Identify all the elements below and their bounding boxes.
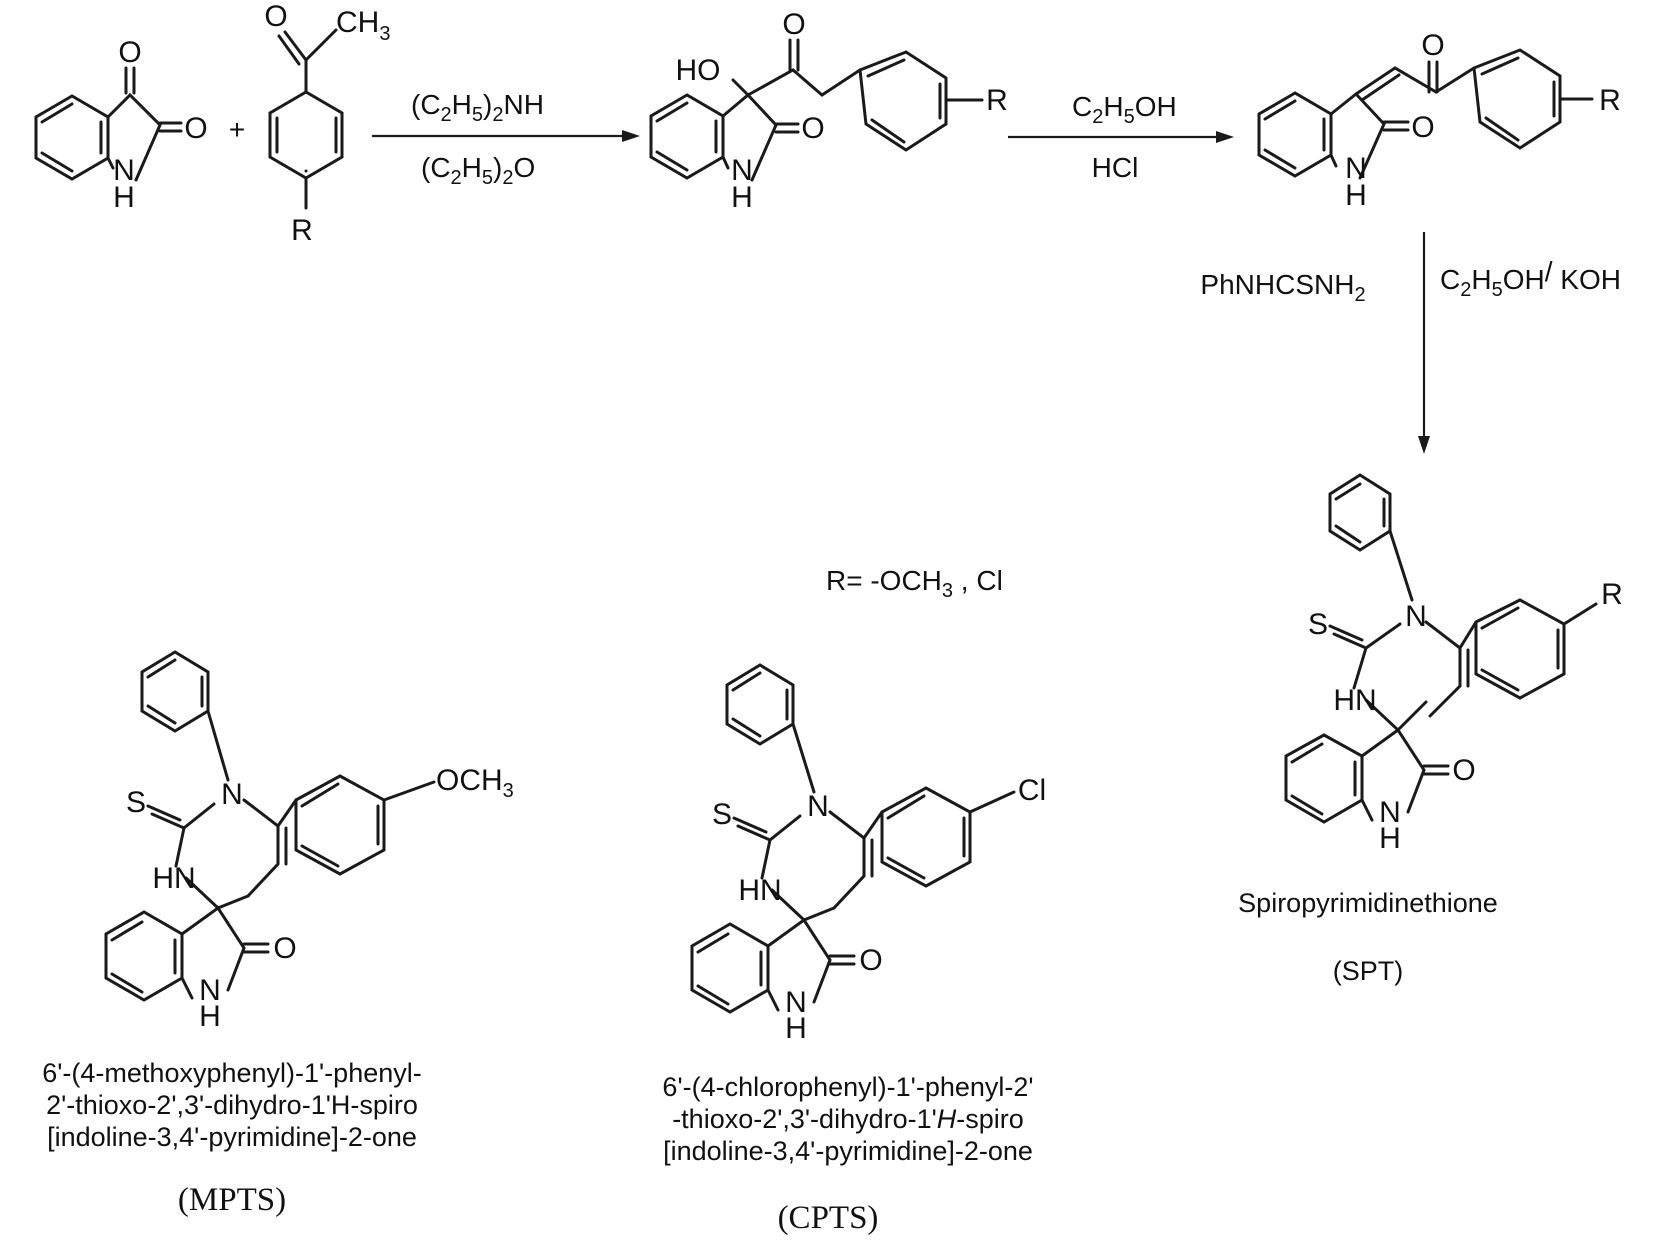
atom-o: O [801,112,824,145]
atom-hn: HN [738,874,781,907]
reaction-arrow-1: (C2H5)2NH (C2H5)2O [372,89,640,189]
atom-o: O [118,36,141,69]
atom-o: O [859,944,882,977]
atom-h: H [1345,179,1367,212]
mpts-name-line-1: 6'-(4-methoxyphenyl)-1'-phenyl- [42,1058,421,1088]
atom-n: N [1405,600,1427,633]
atom-o: O [1421,29,1444,62]
chloro-group: Cl [1018,774,1046,807]
substituent-r: R [1599,84,1621,117]
reagent-ethanol-koh: C2H5OH/ KOH [1440,256,1621,301]
atom-n: N [221,778,243,811]
reagent-ethanol: C2H5OH [1072,91,1177,128]
atom-h: H [785,1012,807,1045]
atom-n: N [807,790,829,823]
atom-o: O [184,112,207,145]
hydroxy-intermediate-structure: HO O O N H R [649,8,1008,214]
atom-n: N [1379,796,1401,829]
spt-name: Spiropyrimidinethione [1238,888,1498,918]
cpts-structure: N S HN O N H Cl [690,663,1046,1045]
cpts-name-line-1: 6'-(4-chlorophenyl)-1'-phenyl-2' [662,1072,1033,1102]
atom-o: O [273,932,296,965]
atom-hn: HN [152,862,195,895]
atom-o: O [1452,754,1475,787]
substituent-definition: R= -OCH3 , Cl [826,565,1003,602]
methoxy-group: OCH3 [436,764,514,802]
spt-structure: N S HN O N H R [1284,473,1623,855]
atom-n: N [1345,152,1367,185]
atom-n: N [731,154,753,187]
atom-o: O [264,0,287,33]
atom-o: O [782,8,805,41]
atom-h: H [199,1000,221,1033]
atom-n: N [113,154,135,187]
ylidene-intermediate-structure: O O N H R [1257,29,1621,212]
reagent-phenylthiourea: PhNHCSNH2 [1200,269,1365,306]
atom-hn: HN [1333,684,1376,717]
acetophenone-structure: O CH3 R [264,0,390,247]
reaction-arrow-2: C2H5OH HCl [1008,91,1234,183]
mpts-structure: N S HN O N H OCH3 [104,650,514,1033]
atom-s: S [712,798,732,831]
atom-n: N [199,974,221,1007]
atom-s: S [1308,608,1328,641]
substituent-r: R [986,84,1008,117]
mpts-name-line-2: 2'-thioxo-2',3'-dihydro-1'H-spiro [46,1090,418,1120]
substituent-r: R [1601,578,1623,611]
mpts-name-line-3: [indoline-3,4'-pyrimidine]-2-one [47,1122,417,1152]
methyl-group: CH3 [336,6,390,45]
cpts-abbreviation: (CPTS) [778,1200,879,1236]
substituent-r: R [291,214,313,247]
atom-h: H [731,181,753,214]
atom-h: H [113,181,135,214]
atom-s: S [126,786,146,819]
cpts-name-line-3: [indoline-3,4'-pyrimidine]-2-one [663,1136,1033,1166]
reagent-diethyl-ether: (C2H5)2O [421,152,535,189]
reagent-hcl: HCl [1092,152,1139,183]
isatin-structure: O O N H [34,36,208,214]
reaction-arrow-3: PhNHCSNH2 C2H5OH/ KOH [1200,232,1621,454]
atom-n: N [785,986,807,1019]
atom-h: H [1379,822,1401,855]
cpts-name-line-2: -thioxo-2',3'-dihydro-1'H-spiro [672,1104,1024,1134]
mpts-abbreviation: (MPTS) [178,1182,286,1218]
hydroxyl-group: HO [676,54,721,87]
plus-sign: + [229,114,245,145]
spt-abbreviation: (SPT) [1333,956,1404,986]
atom-o: O [1411,111,1434,144]
reagent-diethylamine: (C2H5)2NH [411,89,544,126]
